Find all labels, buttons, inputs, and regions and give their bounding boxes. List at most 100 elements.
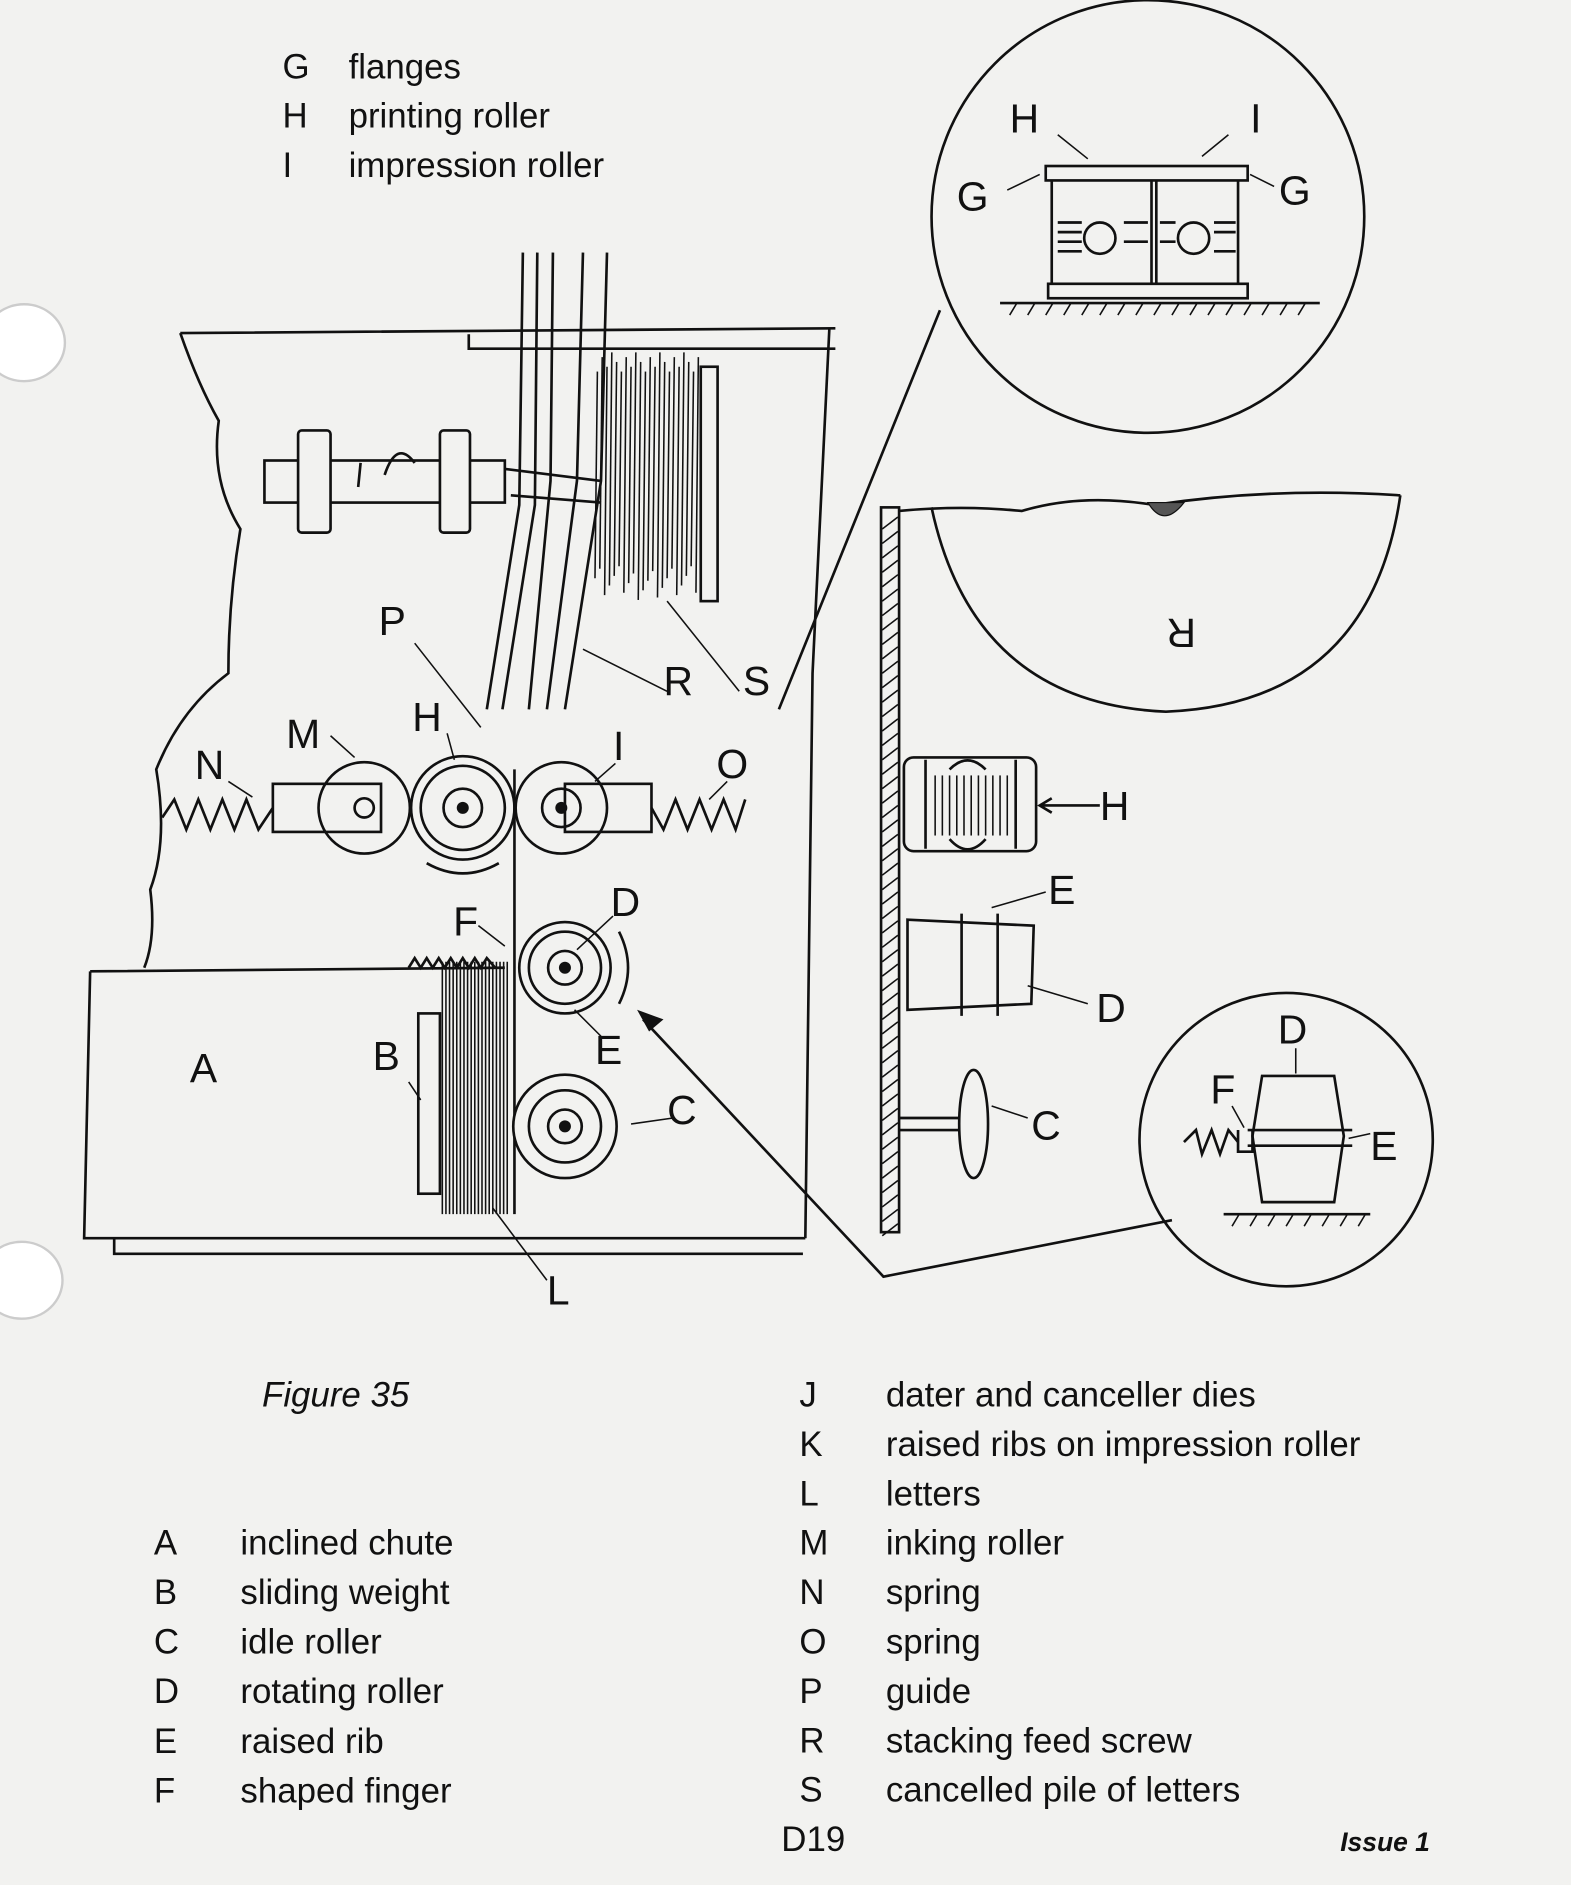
pile-letter bbox=[642, 371, 647, 591]
legend-text: dater and canceller dies bbox=[886, 1375, 1256, 1414]
detail-connector bbox=[777, 309, 942, 710]
pile-letter bbox=[632, 352, 637, 574]
idle-roller bbox=[511, 1073, 618, 1180]
label-p: P bbox=[379, 598, 406, 644]
impression-roller bbox=[514, 760, 653, 855]
pile-letter bbox=[637, 361, 642, 600]
hatch bbox=[881, 574, 899, 588]
detail-label-f: F bbox=[1210, 1067, 1235, 1113]
diagram-labels: P H M N I O R S F D E C A B L bbox=[190, 598, 770, 1314]
pile-letter bbox=[666, 371, 671, 579]
hatch bbox=[881, 1122, 899, 1136]
legend-text: impression roller bbox=[349, 146, 605, 185]
legend-text: sliding weight bbox=[240, 1573, 450, 1612]
label-i: I bbox=[613, 723, 624, 769]
label-m: M bbox=[286, 711, 320, 757]
side-label-h: H bbox=[1100, 783, 1130, 829]
rotating-roller bbox=[517, 920, 630, 1015]
label-o: O bbox=[716, 741, 748, 787]
hatch bbox=[881, 876, 899, 891]
leader-lines bbox=[227, 600, 740, 1281]
hatch bbox=[881, 1093, 899, 1107]
hatch bbox=[881, 1006, 899, 1021]
label-b: B bbox=[373, 1033, 400, 1079]
issue-label: Issue 1 bbox=[1340, 1827, 1430, 1857]
figure-caption: Figure 35 bbox=[262, 1375, 410, 1414]
side-label-c: C bbox=[1031, 1103, 1061, 1149]
legend-text: shaped finger bbox=[240, 1772, 452, 1811]
hatch bbox=[881, 761, 899, 775]
pile-letter bbox=[599, 357, 603, 569]
pile-letter bbox=[695, 357, 700, 593]
detail-label-g: G bbox=[957, 173, 989, 219]
legend-text: guide bbox=[886, 1672, 971, 1711]
legend-key: B bbox=[154, 1573, 177, 1612]
pile-letter bbox=[608, 352, 613, 586]
hatch bbox=[881, 1165, 899, 1179]
legend-text: rotating roller bbox=[240, 1672, 444, 1711]
hatch bbox=[881, 862, 899, 876]
top-legend: G flanges H printing roller I impression… bbox=[282, 47, 604, 185]
hatch bbox=[881, 776, 899, 790]
pile-backplate bbox=[699, 365, 719, 603]
legend-key: M bbox=[799, 1524, 828, 1563]
hatch bbox=[881, 790, 899, 804]
side-view: R H E D C bbox=[879, 491, 1402, 1237]
hatch bbox=[881, 833, 899, 847]
stacking-feed-screw bbox=[485, 252, 609, 710]
legend-text: spring bbox=[886, 1622, 981, 1661]
legend-text: raised ribs on impression roller bbox=[886, 1425, 1361, 1464]
hatch bbox=[881, 545, 899, 559]
hatch bbox=[881, 1064, 899, 1078]
label-e: E bbox=[595, 1027, 622, 1073]
hatch bbox=[881, 1021, 899, 1035]
machine-frame bbox=[143, 326, 836, 1239]
pile-letter bbox=[623, 357, 628, 593]
hatch bbox=[881, 1151, 899, 1165]
sliding-weight bbox=[416, 1012, 442, 1196]
legend-text: idle roller bbox=[240, 1623, 382, 1662]
legend-key: J bbox=[799, 1375, 816, 1414]
hatch bbox=[881, 675, 899, 689]
inclined-chute bbox=[82, 955, 806, 1256]
hatch bbox=[881, 617, 899, 631]
hatch bbox=[881, 703, 899, 718]
hatch bbox=[881, 530, 899, 545]
hatch bbox=[881, 905, 899, 920]
hatch bbox=[881, 1179, 899, 1194]
hatch bbox=[881, 689, 899, 703]
hatch bbox=[881, 992, 899, 1006]
legend-key: C bbox=[154, 1623, 179, 1662]
legend-key: D bbox=[154, 1672, 179, 1711]
legend-text: flanges bbox=[349, 47, 461, 86]
pile-letter bbox=[685, 361, 690, 576]
hatch bbox=[881, 1050, 899, 1064]
pile-letter bbox=[690, 371, 695, 567]
hatch bbox=[881, 559, 899, 573]
detail-label-e: E bbox=[1370, 1123, 1397, 1169]
inking-roller bbox=[271, 760, 412, 855]
hatch bbox=[881, 1194, 899, 1208]
pile-letter bbox=[656, 352, 661, 598]
label-f: F bbox=[453, 898, 478, 944]
hatch bbox=[881, 602, 899, 617]
hatch bbox=[881, 646, 899, 660]
detail-connector bbox=[642, 1018, 1173, 1279]
legend-key: E bbox=[154, 1722, 177, 1761]
label-n: N bbox=[195, 742, 225, 788]
legend-text: spring bbox=[886, 1573, 981, 1612]
legend-text: cancelled pile of letters bbox=[886, 1771, 1240, 1810]
pile-letter bbox=[651, 366, 656, 572]
hatch bbox=[881, 1035, 899, 1049]
hatch bbox=[881, 1223, 899, 1237]
punch-hole bbox=[0, 303, 67, 383]
hatch bbox=[881, 1208, 899, 1222]
hatch bbox=[881, 848, 899, 862]
side-label-r: R bbox=[1166, 610, 1196, 656]
hatch bbox=[881, 747, 899, 761]
legend-text: inclined chute bbox=[240, 1523, 453, 1562]
hatch bbox=[881, 963, 899, 977]
legend-key: S bbox=[799, 1771, 822, 1810]
pile-letter bbox=[613, 361, 618, 576]
